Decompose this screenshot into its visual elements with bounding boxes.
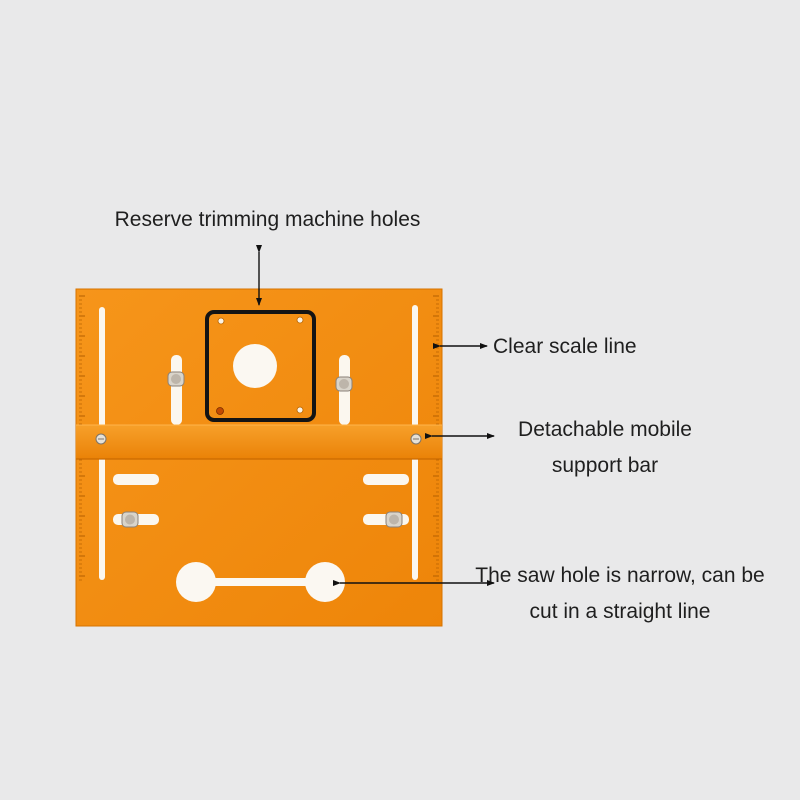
router-bit-hole	[233, 344, 277, 388]
adjust-knob-right	[335, 376, 353, 392]
bar-screw-left	[95, 433, 107, 445]
trimming-machine-hole-frame	[205, 310, 316, 422]
left-slot-lower	[99, 456, 105, 580]
adjust-knob-left	[167, 371, 185, 387]
mount-hole-bottom-right	[296, 406, 304, 414]
callout-reserve-holes: Reserve trimming machine holes	[114, 208, 421, 231]
right-ruler-scale	[433, 295, 439, 581]
right-slot-upper	[412, 305, 418, 427]
inner-slot-left	[171, 355, 182, 425]
saw-hole	[176, 562, 345, 602]
callout-scale-line: Clear scale line	[493, 335, 637, 358]
callout-support-bar: Detachable mobile support bar	[518, 418, 692, 477]
bar-screw-right	[410, 433, 422, 445]
callout-saw-hole: The saw hole is narrow, can be cut in a …	[475, 564, 765, 623]
slide-knob-right	[385, 511, 403, 528]
router-table-plate	[75, 288, 443, 627]
horizontal-slot-right-upper	[363, 474, 409, 485]
slide-knob-left	[121, 511, 139, 528]
left-slot-upper	[99, 307, 105, 427]
horizontal-slot-left-upper	[113, 474, 159, 485]
mount-hole-top-right	[296, 316, 304, 324]
mount-hole-bottom-left	[216, 407, 224, 415]
right-slot-lower	[412, 456, 418, 580]
mount-hole-top-left	[217, 317, 225, 325]
support-bar	[76, 424, 442, 460]
